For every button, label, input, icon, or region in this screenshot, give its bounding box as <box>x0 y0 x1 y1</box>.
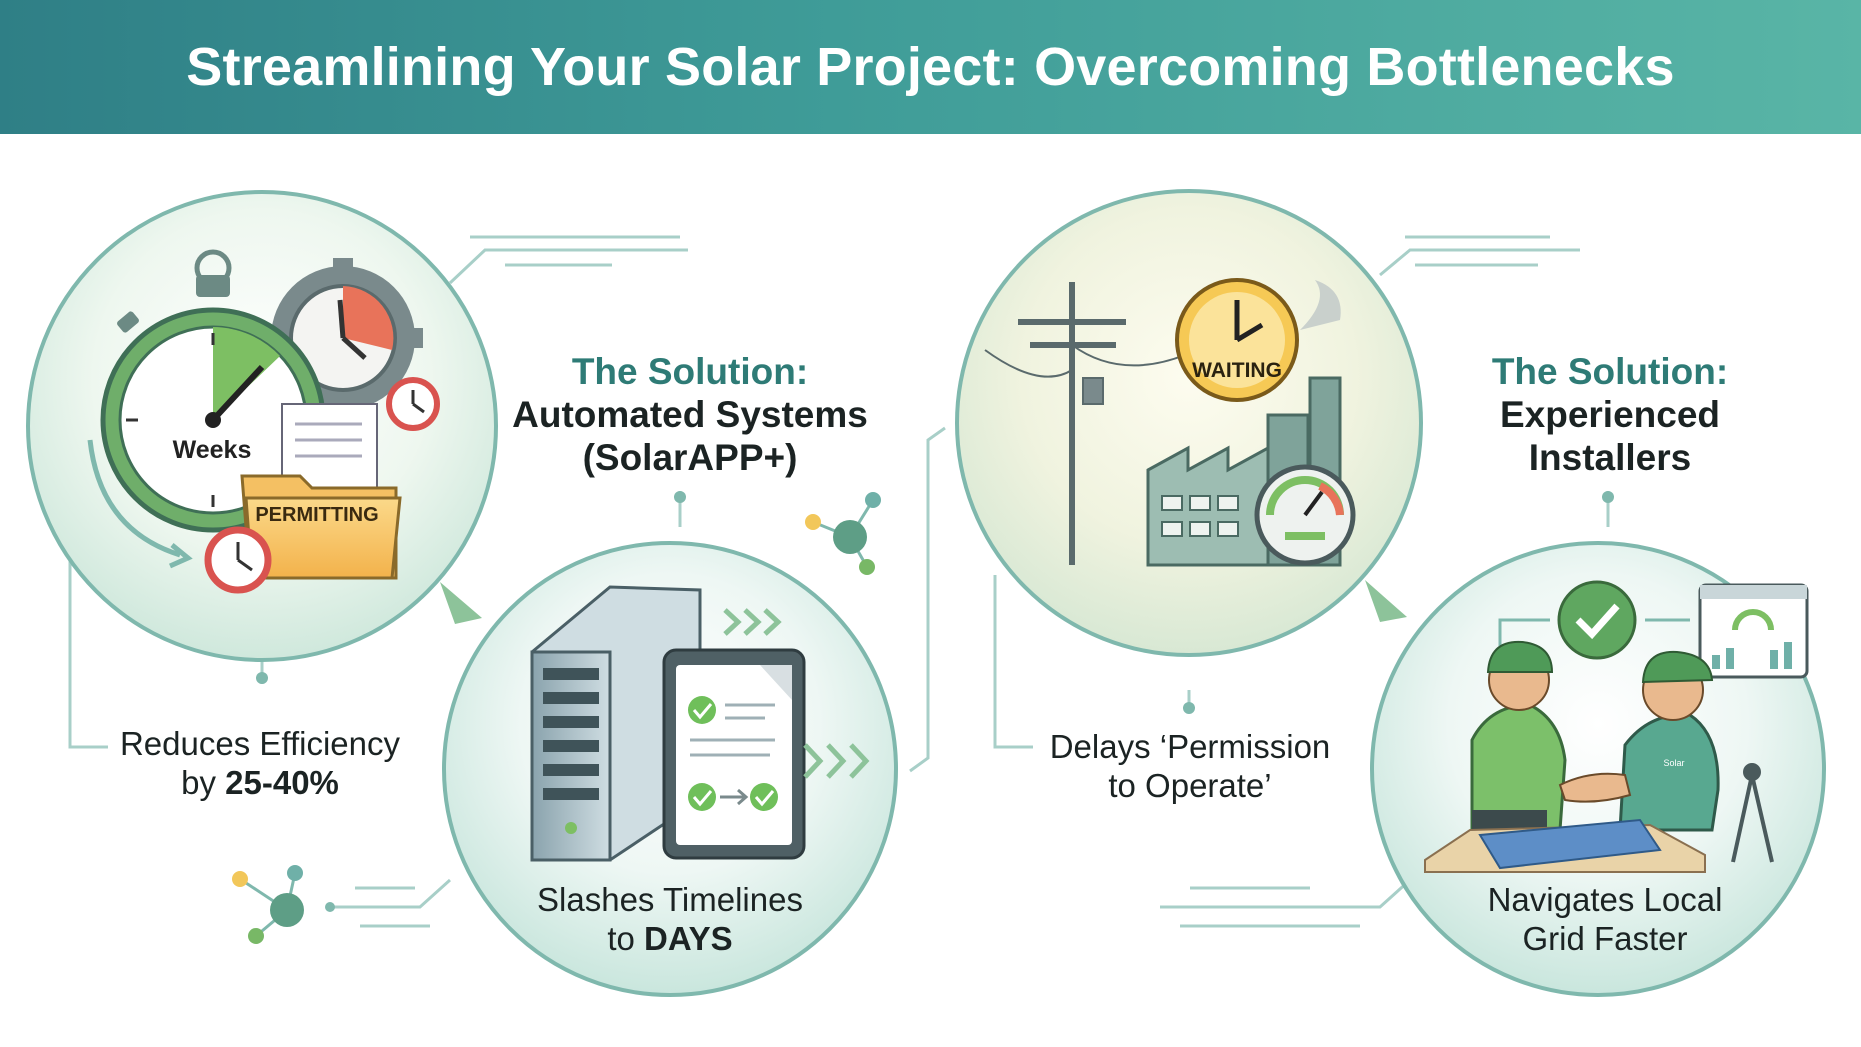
connector-panel3-caption <box>993 575 1033 749</box>
panel2-caption: Slashes Timelines to DAYS <box>520 881 820 958</box>
panel1-caption-line2: by 25-40% <box>181 763 339 801</box>
panel-permitting: Weeks PERMITTING <box>26 190 498 662</box>
connector-panel1-top <box>448 248 688 285</box>
panel-circle <box>955 189 1423 657</box>
server-icon <box>530 585 702 862</box>
solution2-line2: Installers <box>1528 437 1692 479</box>
molecule-icon <box>805 492 881 575</box>
check-circle-icon <box>1498 580 1690 660</box>
connector-panel2-panel3 <box>909 426 946 773</box>
infographic-canvas: Weeks PERMITTING <box>26 189 1826 997</box>
panel4-caption-line1: Navigates Local <box>1487 881 1723 918</box>
connector-panel3-top <box>1379 235 1580 277</box>
panel4-caption: Navigates Local Grid Faster <box>1450 881 1760 958</box>
connector-panel4-left <box>1160 878 1412 928</box>
connector-dots <box>256 491 1614 912</box>
connector-panel1-caption <box>68 500 108 749</box>
flow-arrow-icon <box>440 582 482 624</box>
waiting-clock-icon: WAITING <box>1175 278 1299 402</box>
fast-forward-icon <box>723 608 870 779</box>
panel4-caption-line2: Grid Faster <box>1522 919 1688 957</box>
shirt-logo: Solar <box>1663 758 1684 768</box>
panel3-caption: Delays ‘Permission to Operate’ <box>1035 728 1345 805</box>
utility-pole-icon <box>984 282 1186 565</box>
alarm-clock-icon <box>204 526 272 594</box>
solution1-line1: Automated Systems <box>512 394 868 435</box>
folder-label: PERMITTING <box>255 504 378 526</box>
solution2-description: Experienced Installers <box>1420 393 1800 480</box>
solution2-heading: The Solution: <box>1491 351 1729 392</box>
connector-top-lines <box>470 235 680 267</box>
solution1-heading: The Solution: <box>571 351 809 392</box>
tablet-icon <box>662 648 806 860</box>
blueprint-icon <box>1478 818 1662 870</box>
clock-label: WAITING <box>1192 359 1282 382</box>
flow-arrow-icon <box>1365 580 1407 622</box>
dashboard-monitor-icon <box>1698 583 1809 679</box>
panel1-caption-line1: Reduces Efficiency <box>119 725 401 762</box>
panel3-caption-line1: Delays ‘Permission <box>1049 728 1331 765</box>
solution1-line2: (SolarAPP+) <box>582 437 798 479</box>
alarm-clock-icon <box>386 377 440 431</box>
panel1-caption: Reduces Efficiency by 25-40% <box>100 725 420 802</box>
header-banner: Streamlining Your Solar Project: Overcom… <box>0 0 1861 134</box>
panel-automated-systems <box>442 541 898 997</box>
page-title: Streamlining Your Solar Project: Overcom… <box>186 37 1675 97</box>
compass-icon <box>1731 763 1774 863</box>
installer-person-icon: Solar <box>1618 650 1720 832</box>
solution1-description: Automated Systems (SolarAPP+) <box>490 393 890 480</box>
connector-panel2-left <box>330 878 452 928</box>
panel2-caption-line2: to DAYS <box>607 919 733 957</box>
panel-grid-waiting: WAITING <box>955 189 1423 657</box>
handshake-icon <box>1558 772 1632 803</box>
molecule-icon <box>232 865 304 944</box>
panel3-caption-line2: to Operate’ <box>1108 766 1272 804</box>
gauge-icon <box>1254 464 1356 566</box>
panel2-caption-line1: Slashes Timelines <box>537 881 803 918</box>
solution2-line1: Experienced <box>1499 394 1721 435</box>
panel-experienced-installers: Solar <box>1370 541 1826 997</box>
permitting-folder-icon: PERMITTING <box>240 403 402 580</box>
stopwatch-label: Weeks <box>173 436 252 464</box>
